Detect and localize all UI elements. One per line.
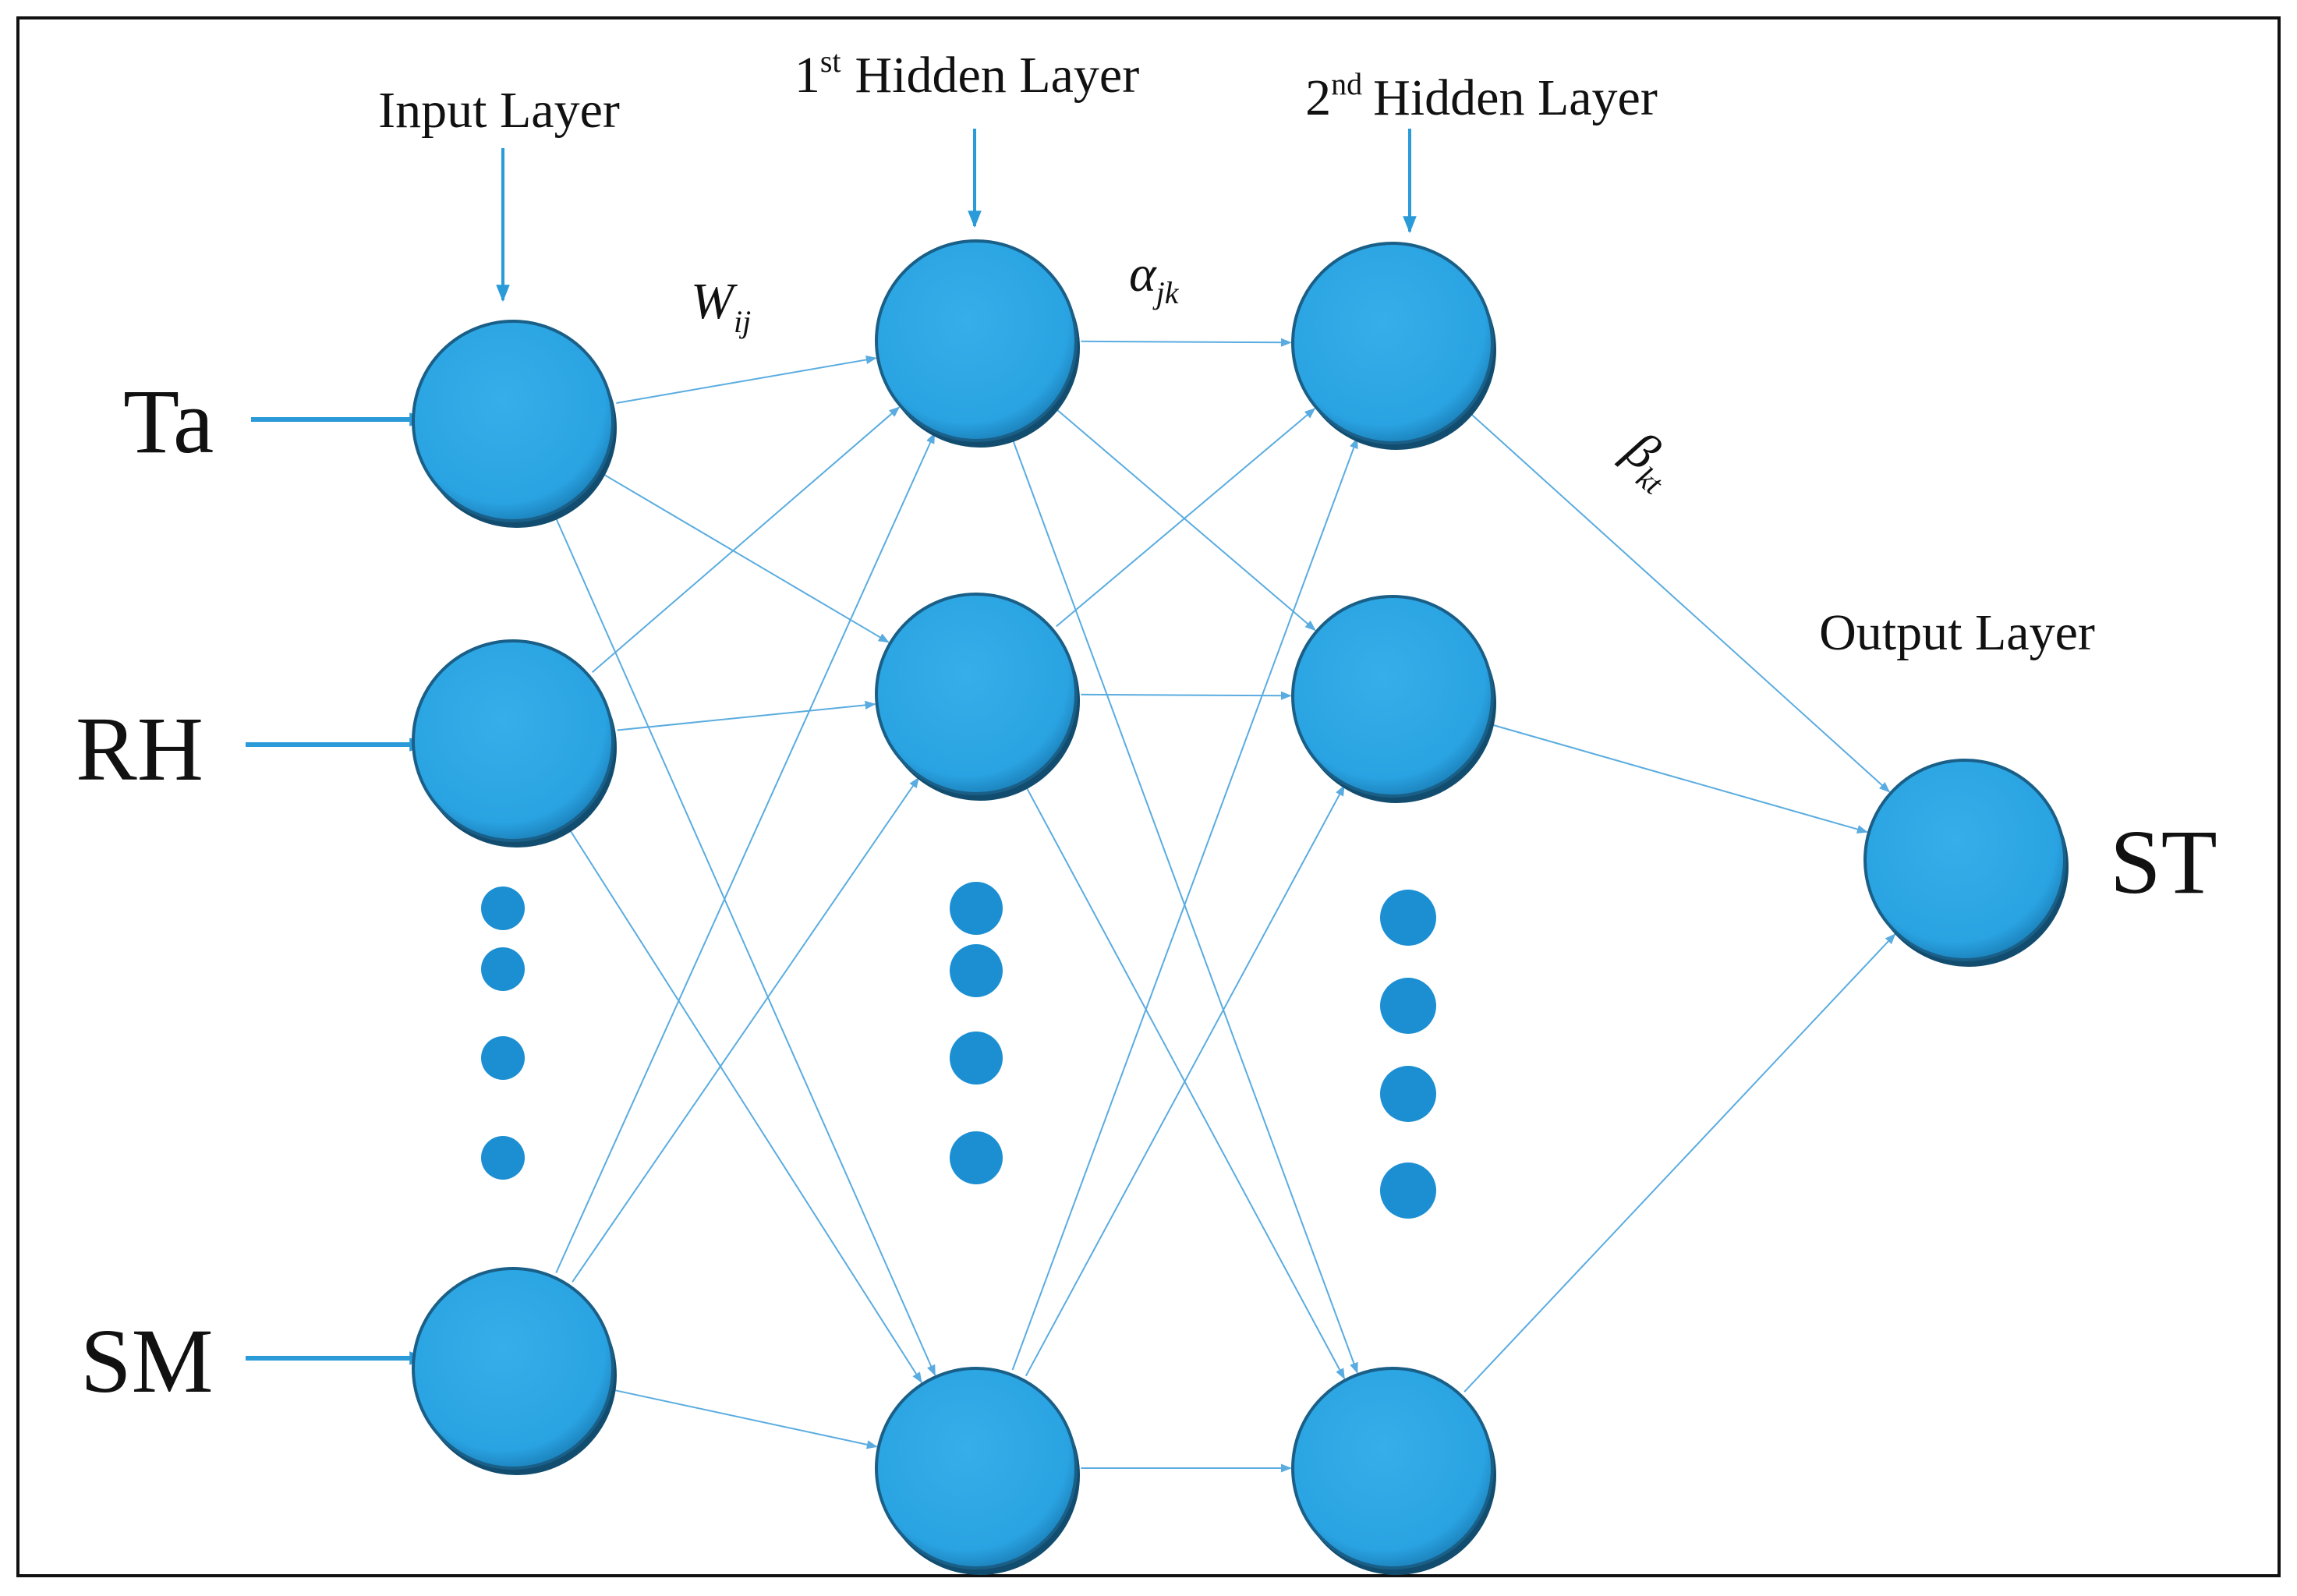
connection-alpha-2-0: [1011, 437, 1358, 1371]
connection-w-0-0: [616, 355, 877, 404]
connection-beta-1-0: [1492, 724, 1868, 834]
connection-alpha-2-1: [1025, 784, 1345, 1377]
input-ellipsis-dot-1: [481, 886, 525, 930]
hidden1-ellipsis-dot-2: [950, 944, 1003, 997]
input-label-sm: SM: [80, 1310, 214, 1412]
input-label-ta: Ta: [123, 370, 214, 472]
hidden2-ellipsis-dot-1: [1380, 890, 1436, 946]
input-label-rh: RH: [76, 698, 204, 800]
connection-alpha-0-1: [1055, 408, 1316, 632]
hidden2-node-2: [1291, 595, 1494, 798]
input-node-rh: [412, 639, 614, 842]
input-layer-label: Input Layer: [378, 82, 620, 139]
connection-alpha-1-1: [1081, 691, 1292, 700]
hidden1-ellipsis-dot-1: [950, 882, 1003, 935]
hidden2-ellipsis-dot-4: [1380, 1162, 1436, 1219]
hidden1-node-n: [875, 1367, 1078, 1569]
nodes: [412, 239, 2069, 1575]
weight-beta-kt-label: βkt: [1609, 419, 1688, 501]
input-ellipsis-dot-3: [481, 1036, 525, 1080]
connection-w-1-2: [568, 828, 922, 1384]
connection-w-2-1: [572, 777, 919, 1283]
input-node-ta: [412, 320, 614, 522]
input-ellipsis-dot-4: [481, 1136, 525, 1180]
connection-w-1-1: [617, 700, 876, 731]
hidden2-node-1: [1291, 242, 1494, 444]
connection-w-0-1: [603, 473, 890, 643]
input-node-sm: [412, 1267, 614, 1470]
weight-w-ij-label: Wij: [691, 273, 751, 339]
connection-alpha-1-0: [1056, 408, 1316, 628]
output-label-st: ST: [2110, 811, 2217, 913]
hidden1-ellipsis-dot-4: [950, 1131, 1003, 1184]
connection-w-2-0: [555, 432, 936, 1273]
hidden2-ellipsis-dot-3: [1380, 1066, 1436, 1122]
connection-alpha-0-0: [1081, 338, 1292, 347]
connection-beta-0-0: [1470, 412, 1891, 793]
diagram-frame: [16, 16, 2281, 1577]
input-ellipsis-dot-2: [481, 947, 525, 991]
output-layer-label: Output Layer: [1819, 604, 2095, 661]
weight-alpha-jk-label: αjk: [1129, 246, 1180, 310]
hidden2-ellipsis-dot-2: [1380, 978, 1436, 1034]
hidden1-node-2: [875, 593, 1078, 795]
hidden1-ellipsis-dot-3: [950, 1032, 1003, 1085]
connection-w-2-2: [615, 1389, 878, 1449]
connection-w-0-2: [554, 516, 936, 1376]
hidden1-node-1: [875, 239, 1078, 442]
connections: [554, 338, 1896, 1473]
connection-w-1-0: [592, 406, 901, 673]
connection-beta-2-0: [1463, 933, 1896, 1393]
output-node-st: [1863, 759, 2066, 961]
hidden2-node-n: [1291, 1367, 1494, 1569]
ellipsis-dots: [481, 882, 1436, 1219]
